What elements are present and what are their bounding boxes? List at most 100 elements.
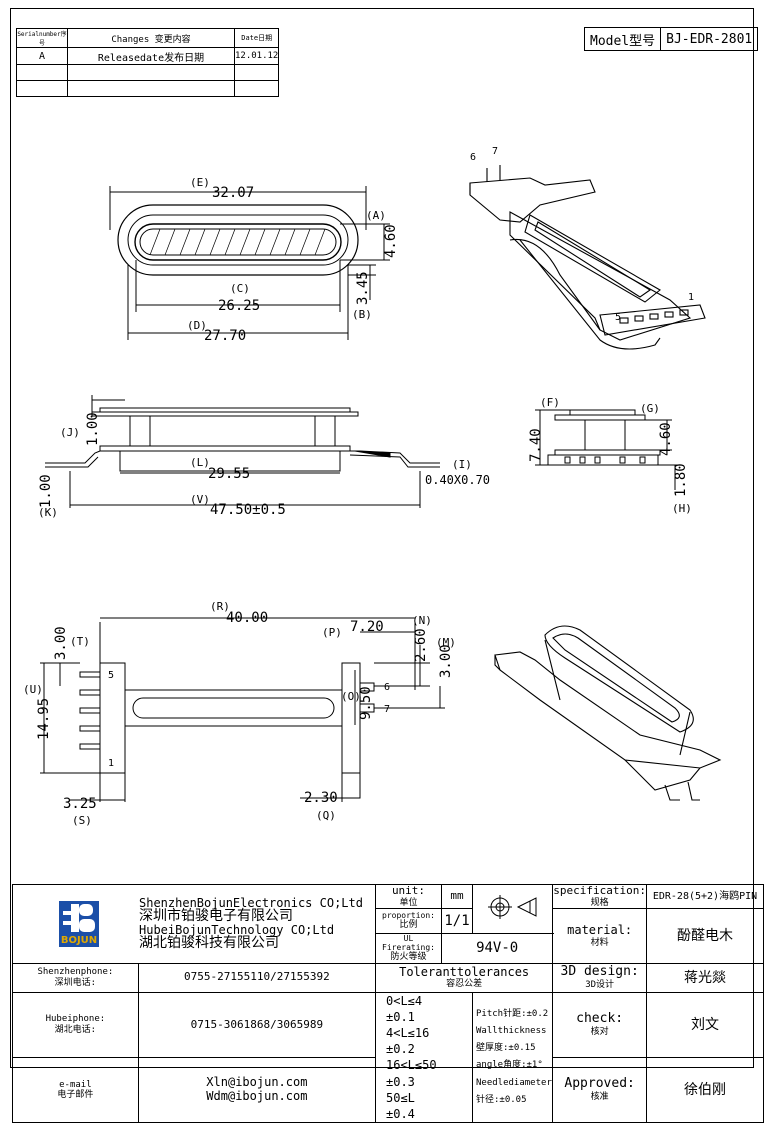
pin-label-7: 7	[384, 704, 390, 715]
email-cell: Xln@ibojun.com Wdm@ibojun.com	[137, 1056, 377, 1123]
tolerance-title-cn: 容忍公差	[446, 979, 483, 990]
spec-label-cn: 规格	[590, 897, 609, 908]
proportion-label: proportion:	[382, 911, 435, 921]
model-value: BJ-EDR-2801	[660, 27, 759, 51]
iso-view-bottom	[494, 625, 722, 801]
fire-label-cell: UL Firerating: 防火等级	[375, 932, 442, 964]
dim-value-b: 3.45	[355, 271, 371, 305]
dim-value-c: 26.25	[218, 298, 260, 314]
iso-pin-label-7: 7	[492, 146, 498, 157]
pin-label-6: 6	[384, 682, 390, 693]
check-label-cn: 核对	[590, 1027, 609, 1038]
dim-label-l: (L)	[190, 456, 210, 469]
dim-label-n: (N)	[412, 614, 432, 627]
company-en-1: ShenzhenBojunElectronics CO;Ltd	[139, 895, 363, 910]
model-label: Model型号	[583, 27, 662, 51]
email-1: Xln@ibojun.com	[206, 1075, 308, 1090]
proportion-label-cell: proportion: 比例	[375, 907, 442, 934]
company-en-2: HubeiBojunTechnology CO;Ltd	[139, 922, 335, 937]
dim-label-m: (M)	[436, 636, 456, 649]
dim-label-t: (T)	[70, 635, 90, 648]
tol-range: 0<L≤4	[386, 993, 423, 1008]
side-view	[45, 395, 440, 508]
company-cn-1: 深圳市铂骏电子有限公司	[139, 908, 293, 925]
dim-label-r: (R)	[210, 600, 230, 613]
unit-label: unit:	[391, 884, 426, 897]
sz-phone-label: Shenzhenphone:	[37, 967, 114, 978]
fire-label-cn: 防火等级	[390, 952, 427, 963]
tol-angle: angle角度:±1°	[476, 1060, 543, 1071]
iso-view-top-labels: 6 7 1 5	[470, 146, 694, 323]
dim-label-o: (O)	[341, 690, 361, 703]
dim-value-j: 1.00	[85, 412, 101, 446]
spec-label-cell: specification: 规格	[552, 884, 647, 909]
unit-label-cn: 单位	[399, 897, 418, 908]
dim-value-k: 1.00	[38, 474, 54, 508]
pin-label-1: 1	[108, 758, 114, 769]
material-value: 酚醛电木	[646, 907, 764, 964]
model-box: Model型号 BJ-EDR-2801	[583, 27, 759, 51]
end-view-labels: (F) (G) 7.40 4.60 1.80 (H)	[528, 396, 692, 515]
dim-value-h: 1.80	[673, 463, 689, 497]
iso-pin-label-1: 1	[688, 292, 694, 303]
tol-value: ±0.3	[386, 1074, 415, 1089]
tolerance-title-cell: Toleranttolerances 容忍公差	[374, 962, 554, 993]
iso-pin-label-5: 5	[615, 312, 621, 323]
logo-text: BOJUN	[59, 935, 99, 947]
dim-value-p: 7.20	[350, 619, 384, 635]
design-label-cell: 3D design: 3D设计	[552, 962, 647, 993]
tolerance-title: Toleranttolerances	[399, 964, 530, 979]
dim-label-p: (P)	[322, 626, 342, 639]
hb-phone-label: Hubeiphone:	[45, 1014, 106, 1025]
approved-value: 徐伯刚	[646, 1056, 764, 1123]
revision-table: Serialnumber序号 Changes 变更内容 Date日期 A Rel…	[16, 28, 280, 97]
dim-label-d: (D)	[187, 319, 207, 332]
design-label-cn: 3D设计	[585, 980, 615, 990]
dim-label-c: (C)	[230, 282, 250, 295]
fire-label: UL Firerating:	[382, 933, 435, 953]
dim-value-a: 4.60	[383, 224, 399, 258]
dim-label-v: (V)	[190, 493, 210, 506]
dim-value-f: 7.40	[528, 428, 544, 462]
pin-label-5: 5	[108, 670, 114, 681]
approved-label-cn: 核准	[590, 1092, 609, 1103]
tol-range: 50≤L	[386, 1090, 415, 1105]
hb-phone: 0715-3061868/3065989	[137, 991, 377, 1058]
email-2: Wdm@ibojun.com	[206, 1089, 308, 1104]
dim-label-b: (B)	[352, 308, 372, 321]
company-cn-2: 湖北铂骏科技有限公司	[139, 935, 279, 952]
tol-range: 16<L≤50	[386, 1058, 437, 1073]
tolerance-notes-cell: Pitch针距:±0.2 Wallthickness壁厚度:±0.15 angl…	[471, 991, 554, 1123]
sz-phone: 0755-27155110/27155392	[137, 962, 377, 993]
end-view	[535, 409, 680, 490]
sz-phone-label-cn: 深圳电话:	[54, 977, 97, 988]
tolerance-table-cell: 0<L≤4±0.1 4<L≤16±0.2 16<L≤50±0.3 50≤L±0.…	[375, 991, 473, 1123]
email-label-cn: 电子邮件	[57, 1090, 94, 1101]
fire-value: 94V-0	[440, 932, 554, 964]
bottom-view	[40, 617, 445, 802]
dim-label-f: (F)	[540, 396, 560, 409]
dim-label-e: (E)	[190, 176, 210, 189]
tol-value: ±0.2	[386, 1042, 415, 1057]
approved-label-cell: Approved: 核准	[552, 1056, 647, 1123]
sz-phone-label-cell: Shenzhenphone: 深圳电话:	[12, 962, 139, 993]
iso-view-top	[469, 165, 706, 350]
email-label: e-mail	[59, 1079, 92, 1090]
proportion-label-cn: 比例	[399, 920, 418, 931]
dim-value-e: 32.07	[212, 185, 254, 201]
material-label-cn: 材料	[590, 937, 609, 948]
dim-label-a: (A)	[366, 209, 386, 222]
dim-value-s: 3.25	[63, 796, 97, 812]
dim-label-u: (U)	[23, 683, 43, 696]
dim-value-g: 4.60	[658, 422, 674, 456]
tol-pitch: Pitch针距:±0.2	[476, 1009, 549, 1020]
dim-value-q: 2.30	[304, 790, 338, 806]
hb-phone-label-cell: Hubeiphone: 湖北电话:	[12, 991, 139, 1058]
material-label: material:	[567, 922, 633, 937]
dim-value-v: 47.50±0.5	[210, 502, 286, 518]
unit-value: mm	[441, 884, 473, 909]
rev-cell	[233, 80, 280, 97]
unit-label-cell: unit: 单位	[375, 884, 442, 909]
dim-value-o: 9.50	[358, 686, 374, 720]
tol-value: ±0.4	[386, 1107, 415, 1122]
